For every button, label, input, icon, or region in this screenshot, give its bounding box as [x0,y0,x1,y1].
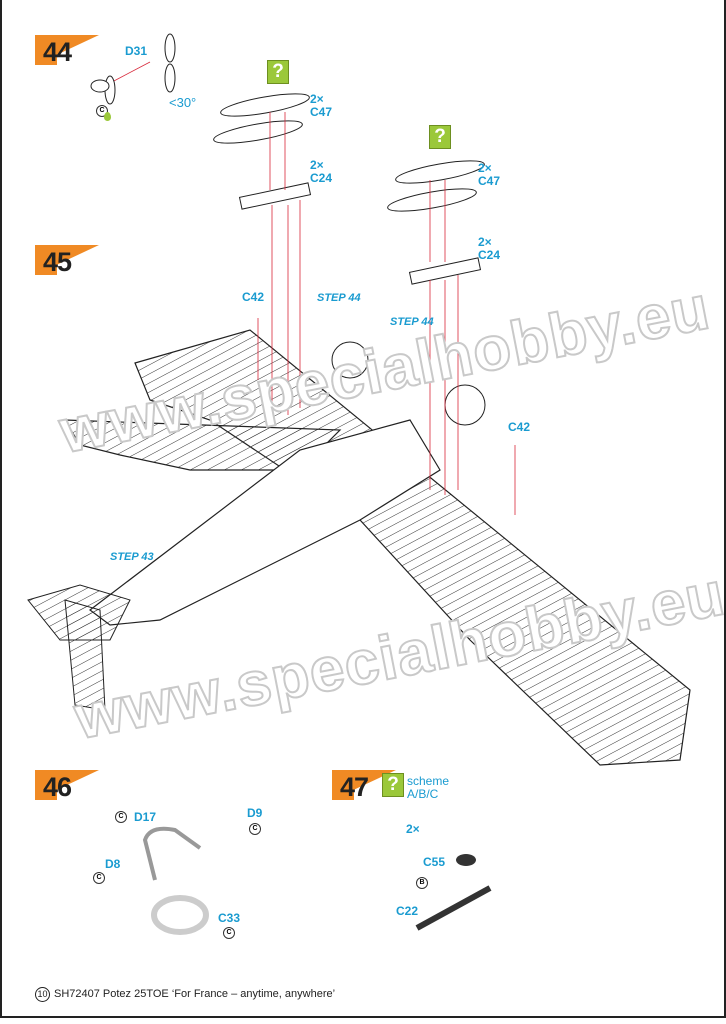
part-label-c24: C24 [310,171,333,185]
part-c22 [415,885,492,931]
assembly-arrows [111,61,516,515]
paint-code-icon: C [96,105,108,117]
step-46-badge: 46 [35,770,99,802]
scheme-label: A/B/C [407,787,439,801]
qty-label: 2× [310,158,324,172]
qty-label: 2× [478,235,492,249]
glue-drop-icon [104,112,111,121]
part-label-c42: C42 [508,420,531,434]
qty-label: 2× [478,161,492,175]
part-d17 [142,826,202,881]
paint-code-icon: C [115,811,127,823]
part-label-d31: D31 [125,44,148,58]
qty-label: 2× [406,822,420,836]
step-44-badge: 44 [35,35,99,67]
optional-question-icon: ? [267,60,289,84]
paint-code-icon: C [249,823,261,835]
bomb-racks-left [213,93,312,210]
rudder [64,599,106,711]
wheel-left [331,341,369,379]
part-c55 [456,854,476,866]
part-label-c33: C33 [218,911,241,925]
left-wing [63,419,342,471]
step-reference: STEP 44 [317,292,361,304]
propeller-drawing [90,33,176,105]
step-reference: STEP 44 [390,316,434,328]
bomb-racks-right [387,160,485,285]
paint-code-icon: B [416,877,428,889]
part-label-c47: C47 [310,105,333,119]
paint-code-icon: C [223,927,235,939]
paint-code-icon: C [93,872,105,884]
optional-question-icon: ? [429,125,451,149]
footer: 10 SH72407 Potez 25TOE ‘For France – anyt… [35,987,335,1002]
part-label-c22: C22 [396,904,419,918]
part-label-c55: C55 [423,855,446,869]
step-reference: STEP 43 [110,551,154,563]
part-label-c42: C42 [242,290,265,304]
angle-label: <30° [169,95,197,110]
footer-title: SH72407 Potez 25TOE ‘For France – anytim… [54,988,336,1000]
qty-label: 2× [310,92,324,106]
page-number: 10 [35,987,50,1002]
part-c33-ring [151,895,209,935]
step-45-badge: 45 [35,245,99,277]
part-label-d8: D8 [105,857,121,871]
part-label-c24: C24 [478,248,501,262]
scheme-label: scheme [407,774,450,788]
part-label-c47: C47 [478,174,501,188]
part-label-d9: D9 [247,806,263,820]
part-label-d17: D17 [134,810,157,824]
optional-question-icon: ? [382,773,404,797]
